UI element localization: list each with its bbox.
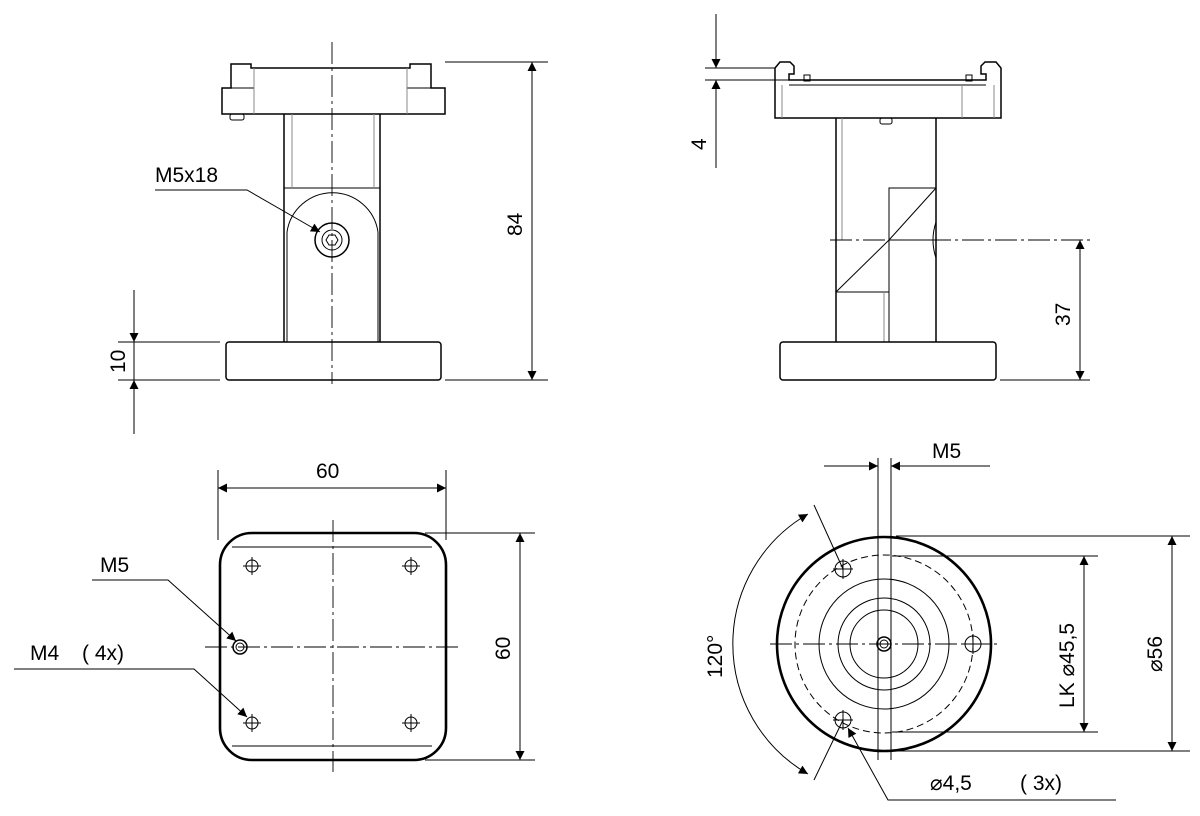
- depth-label: 60: [492, 637, 515, 660]
- corner-hole: [402, 557, 420, 575]
- front-thread-label: M5x18: [155, 164, 218, 187]
- corner-hole: [243, 557, 261, 575]
- height-total-label: 84: [504, 212, 527, 236]
- angle-label: 120°: [704, 635, 727, 678]
- width-label: 60: [316, 460, 339, 483]
- holes-count: ( 3x): [1020, 772, 1062, 795]
- side-view: 4 37: [688, 14, 1090, 381]
- side-base-plate: [779, 341, 997, 381]
- center-thread-label: M5: [100, 554, 129, 577]
- base-thickness-label: 10: [107, 350, 130, 373]
- top-gap-label: 4: [688, 138, 711, 150]
- corner-hole: [243, 714, 261, 732]
- holes-label: ⌀4,5: [930, 772, 972, 795]
- mounting-hole: [963, 634, 983, 654]
- diameter-label: ⌀56: [1144, 636, 1167, 672]
- top-view: M5 M4 ( 4x) 60 60: [14, 460, 535, 772]
- front-top-plate: [221, 63, 446, 115]
- front-base-plate: [225, 341, 442, 381]
- bottom-thread-label: M5: [932, 440, 961, 463]
- front-view: M5x18 84 10: [107, 42, 548, 434]
- pitch-circle-label: LK ⌀45,5: [1056, 623, 1079, 708]
- bottom-view: 120° M5 LK ⌀45,5 ⌀56 ⌀4,5 ( 3x): [704, 440, 1190, 801]
- center-height-label: 37: [1052, 303, 1075, 326]
- corner-threads-count: ( 4x): [82, 642, 124, 665]
- corner-threads-label: M4: [30, 642, 59, 665]
- side-top-rail: [774, 61, 1002, 119]
- corner-hole: [402, 714, 420, 732]
